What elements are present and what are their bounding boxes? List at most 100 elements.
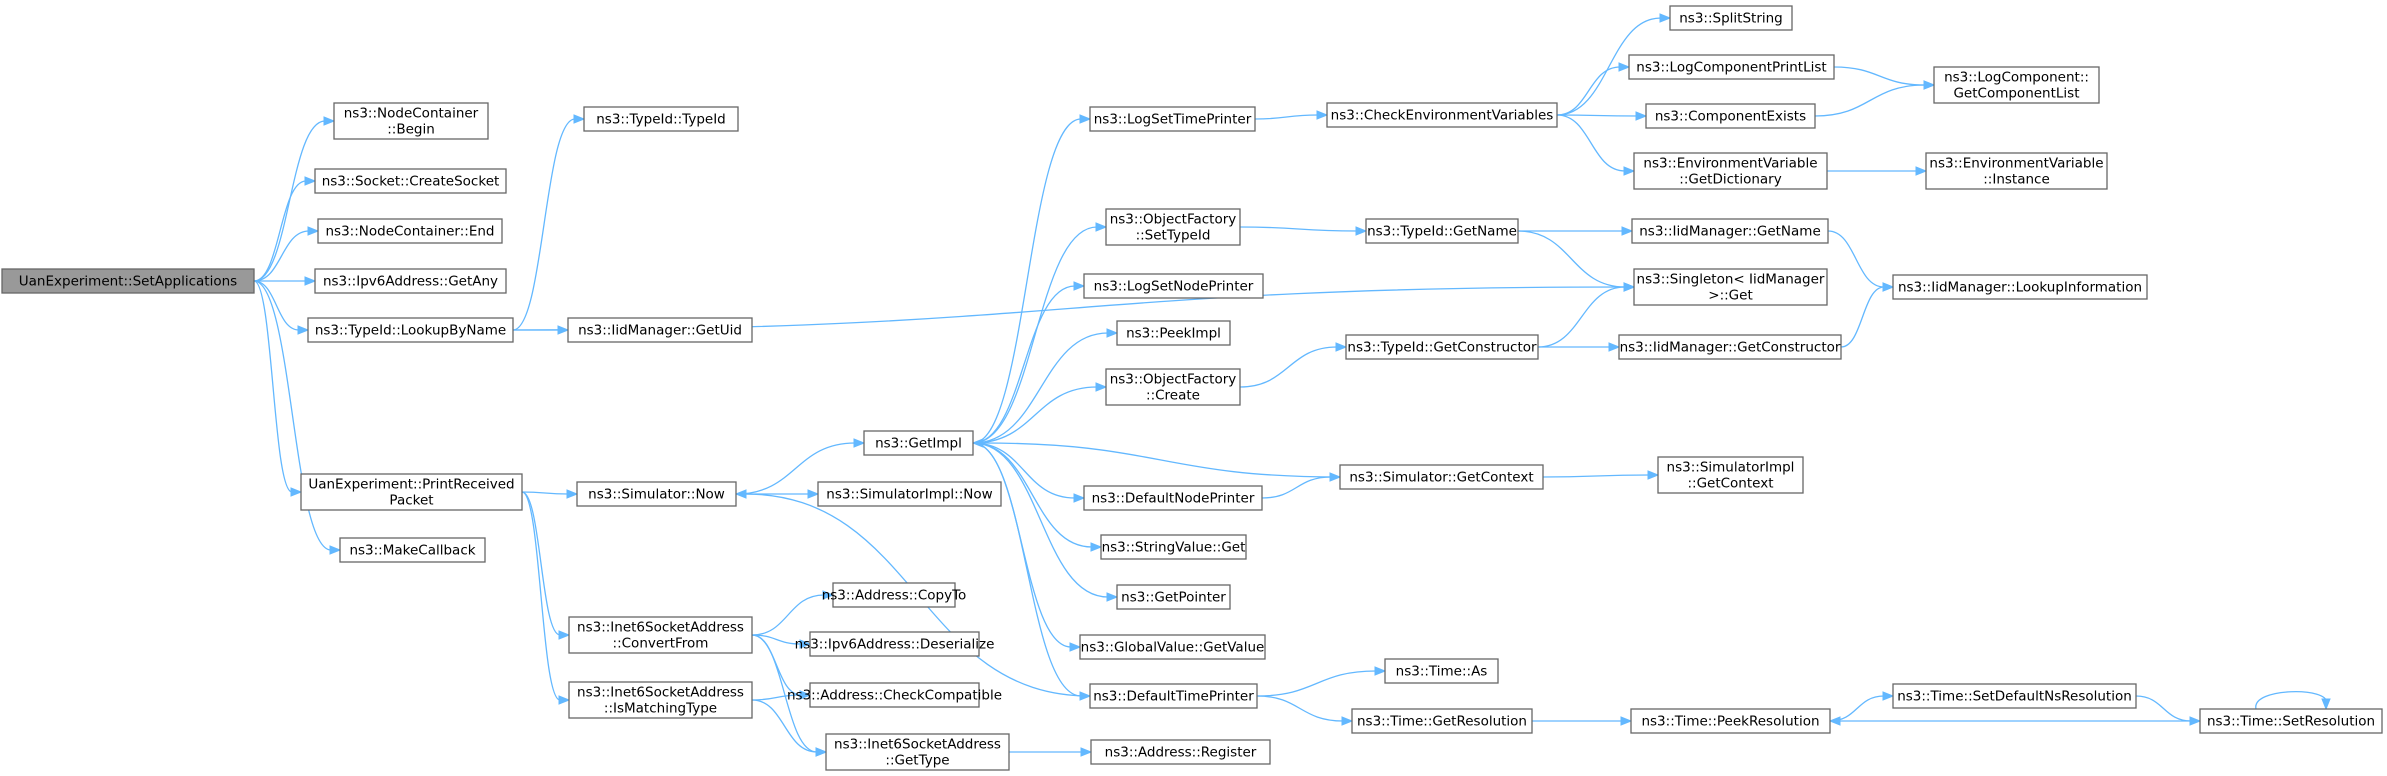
node-label: ns3::LogSetTimePrinter (1094, 112, 1252, 128)
node-envgetdict[interactable]: ns3::EnvironmentVariable::GetDictionary (1633, 152, 1828, 190)
node-ncbegin[interactable]: ns3::NodeContainer::Begin (333, 102, 489, 140)
node-globalvalueget[interactable]: ns3::GlobalValue::GetValue (1079, 634, 1266, 660)
node-typeidgetname[interactable]: ns3::TypeId::GetName (1365, 218, 1519, 244)
call-edge-defaulttimeprinter-timeas (1256, 670, 1377, 697)
node-timeas[interactable]: ns3::Time::As (1384, 658, 1499, 684)
node-envinstance[interactable]: ns3::EnvironmentVariable::Instance (1925, 152, 2108, 190)
node-getimpl[interactable]: ns3::GetImpl (863, 430, 974, 456)
call-edge-getimpl-defaulttimeprinter (972, 442, 1082, 697)
node-label: ns3::StringValue::Get (1102, 540, 1246, 556)
node-copyto[interactable]: ns3::Address::CopyTo (822, 582, 967, 608)
node-createsocket[interactable]: ns3::Socket::CreateSocket (314, 168, 507, 194)
node-box (317, 218, 503, 244)
node-box (1933, 66, 2100, 104)
arrowhead (815, 747, 828, 757)
arrowhead (1069, 642, 1082, 652)
call-edge-getimpl-logsetnodeprinter (972, 285, 1076, 444)
node-getpointer[interactable]: ns3::GetPointer (1116, 584, 1231, 610)
node-label: ns3::SimulatorImpl (1667, 460, 1795, 476)
node-ofcreate[interactable]: ns3::ObjectFactory::Create (1105, 368, 1241, 406)
call-edge-root-lookupbyname (253, 280, 300, 331)
node-label: GetComponentList (1953, 86, 2079, 102)
node-ipv6any[interactable]: ns3::Ipv6Address::GetAny (314, 268, 507, 294)
node-checkenv[interactable]: ns3::CheckEnvironmentVariables (1326, 102, 1558, 128)
node-peekresolution[interactable]: ns3::Time::PeekResolution (1630, 708, 1831, 734)
node-iidgetctor[interactable]: ns3::IidManager::GetConstructor (1618, 334, 1842, 360)
node-label: ns3::PeekImpl (1126, 326, 1221, 342)
node-label: ns3::TypeId::GetName (1367, 224, 1517, 240)
node-ofsettypeid[interactable]: ns3::ObjectFactory::SetTypeId (1105, 208, 1241, 246)
node-defaultnodeprinter[interactable]: ns3::DefaultNodePrinter (1083, 485, 1263, 511)
node-convertfrom[interactable]: ns3::Inet6SocketAddress::ConvertFrom (568, 616, 753, 654)
node-setresolution[interactable]: ns3::Time::SetResolution (2199, 708, 2383, 734)
node-lookupbyname[interactable]: ns3::TypeId::LookupByName (307, 317, 514, 343)
arrowhead (799, 690, 812, 700)
node-box (1633, 268, 1828, 306)
node-label: ::SetTypeId (1136, 228, 1211, 244)
node-getuid[interactable]: ns3::IidManager::GetUid (567, 317, 753, 343)
node-logsetnodeprinter[interactable]: ns3::LogSetNodePrinter (1083, 273, 1264, 299)
call-edge-checkenv-envgetdict (1556, 114, 1626, 172)
node-ismatching[interactable]: ns3::Inet6SocketAddress::IsMatchingType (568, 681, 753, 719)
call-edge-setdefaultns-setresolution (2135, 695, 2192, 722)
node-label: ns3::NodeContainer (344, 106, 479, 122)
call-edge-ofsettypeid-typeidgetname (1239, 226, 1358, 232)
node-setdefaultns[interactable]: ns3::Time::SetDefaultNsResolution (1892, 683, 2137, 709)
arrowhead (1923, 80, 1936, 90)
node-label: ns3::Address::CheckCompatible (787, 688, 1002, 704)
arrowhead (1106, 592, 1119, 602)
node-componentexists[interactable]: ns3::ComponentExists (1645, 103, 1816, 129)
node-box (1116, 320, 1231, 346)
node-iidgetname[interactable]: ns3::IidManager::GetName (1631, 218, 1829, 244)
node-root[interactable]: UanExperiment::SetApplications (1, 268, 255, 294)
node-box (1645, 103, 1816, 129)
node-gettype[interactable]: ns3::Inet6SocketAddress::GetType (825, 733, 1010, 771)
node-splitstring[interactable]: ns3::SplitString (1669, 5, 1793, 31)
node-label: UanExperiment::SetApplications (19, 274, 237, 290)
node-box (1089, 683, 1258, 709)
node-label: ns3::Simulator::GetContext (1349, 470, 1533, 486)
node-box (1105, 368, 1241, 406)
node-defaulttimeprinter[interactable]: ns3::DefaultTimePrinter (1089, 683, 1258, 709)
node-label: ns3::LogComponent:: (1944, 70, 2089, 86)
node-checkcompat[interactable]: ns3::Address::CheckCompatible (787, 682, 1002, 708)
node-getcomplist[interactable]: ns3::LogComponent::GetComponentList (1933, 66, 2100, 104)
node-box (307, 317, 514, 343)
node-timegetres[interactable]: ns3::Time::GetResolution (1351, 708, 1533, 734)
node-deserialize[interactable]: ns3::Ipv6Address::Deserialize (795, 631, 995, 657)
node-typeidctor[interactable]: ns3::TypeId::TypeId (583, 106, 739, 132)
node-label: UanExperiment::PrintReceived (308, 477, 514, 493)
node-simgetcontext[interactable]: ns3::Simulator::GetContext (1339, 464, 1544, 490)
call-edge-typeidgetctor-singletonget (1537, 286, 1626, 348)
call-edge-root-makecallback (253, 280, 332, 551)
node-peekimpl[interactable]: ns3::PeekImpl (1116, 320, 1231, 346)
arrowhead (1095, 222, 1108, 232)
node-box (1633, 152, 1828, 190)
node-label: ns3::NodeContainer::End (326, 224, 495, 240)
arrowhead (807, 489, 820, 499)
node-box (1925, 152, 2108, 190)
call-edge-convertfrom-gettype (751, 634, 818, 753)
node-simimplgetcontext[interactable]: ns3::SimulatorImpl::GetContext (1657, 456, 1804, 494)
node-logcompprintlist[interactable]: ns3::LogComponentPrintList (1628, 54, 1835, 80)
node-ncend[interactable]: ns3::NodeContainer::End (317, 218, 503, 244)
node-stringvalueget[interactable]: ns3::StringValue::Get (1100, 534, 1247, 560)
node-lookupinfo[interactable]: ns3::IidManager::LookupInformation (1892, 274, 2148, 300)
node-simnow[interactable]: ns3::Simulator::Now (576, 481, 737, 507)
node-label: ns3::Address::Register (1105, 745, 1257, 761)
node-label: ns3::TypeId::TypeId (596, 112, 726, 128)
node-label: ns3::ObjectFactory (1110, 212, 1237, 228)
node-makecallback[interactable]: ns3::MakeCallback (339, 537, 486, 563)
arrowhead (1080, 747, 1093, 757)
node-typeidgetctor[interactable]: ns3::TypeId::GetConstructor (1345, 334, 1539, 360)
node-register[interactable]: ns3::Address::Register (1090, 739, 1271, 765)
call-edge-getimpl-logsettimeprinter (972, 118, 1082, 444)
node-singletonget[interactable]: ns3::Singleton< IidManager>::Get (1633, 268, 1828, 306)
node-logsettimeprinter[interactable]: ns3::LogSetTimePrinter (1089, 106, 1256, 132)
node-label: ::GetContext (1687, 476, 1773, 492)
node-label: ns3::EnvironmentVariable (1643, 156, 1817, 172)
arrowhead (799, 639, 812, 649)
arrowhead (1828, 716, 1841, 726)
node-simimplnow[interactable]: ns3::SimulatorImpl::Now (817, 481, 1002, 507)
